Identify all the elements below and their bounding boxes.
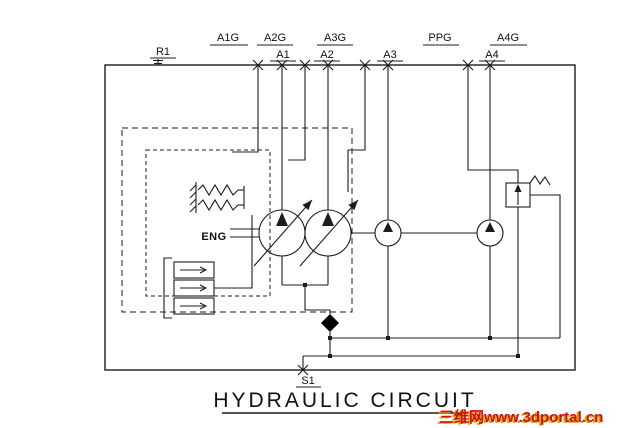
port-label-a1: A1 <box>270 49 296 62</box>
port-label-a2: A2 <box>314 49 340 62</box>
a4-label: A4 <box>485 49 498 61</box>
a1-label: A1 <box>276 49 289 61</box>
port-label-s1: S1 <box>296 364 321 388</box>
port-label-a1g: A1G <box>210 32 248 46</box>
main-pump-2 <box>299 199 359 267</box>
inner-control-dashed-box <box>145 149 271 297</box>
port-label-ppg: PPG <box>423 32 459 46</box>
gear-pump-4 <box>476 219 504 247</box>
r1-label: R1 <box>156 46 170 58</box>
port-label-a3: A3 <box>377 49 403 62</box>
valve-arrow-icon <box>180 302 208 310</box>
a2g-label: A2G <box>264 32 286 44</box>
gear-pump-3 <box>374 219 402 247</box>
a2-label: A2 <box>320 49 333 61</box>
a3g-label: A3G <box>324 32 346 44</box>
diagram-title: HYDRAULIC CIRCUIT <box>213 389 476 414</box>
port-label-a4g: A4G <box>490 32 527 46</box>
relief-arrow-icon <box>514 184 522 192</box>
control-springs <box>189 182 245 213</box>
main-pump-1 <box>253 199 313 267</box>
watermark: 三维网www.3dportal.cn 三维网www.3dportal.cn <box>437 408 603 427</box>
variable-arrow-icon <box>348 200 358 211</box>
drive-shaft <box>230 228 477 238</box>
port-label-r1: R1 <box>150 46 176 65</box>
relief-spring-icon <box>529 175 551 186</box>
port-label-a2g: A2G <box>257 32 293 46</box>
port-label-a4: A4 <box>479 49 505 62</box>
watermark-shadow-text: 三维网www.3dportal.cn <box>437 409 601 427</box>
valve-arrow-icon <box>180 266 208 274</box>
ppg-label: PPG <box>428 32 451 44</box>
title-text: HYDRAULIC CIRCUIT <box>213 389 476 412</box>
pilot-valve-block <box>163 215 253 319</box>
variable-arrow-icon <box>302 200 312 211</box>
a1g-label: A1G <box>217 32 239 44</box>
spring-1-icon <box>197 183 239 197</box>
relief-valve <box>505 175 551 208</box>
engine-label: ENG <box>201 231 226 243</box>
a4g-label: A4G <box>497 32 519 44</box>
spring-2-icon <box>197 198 239 212</box>
a3-label: A3 <box>383 49 396 61</box>
junction-dots <box>303 283 520 358</box>
s1-label: S1 <box>301 375 314 387</box>
circuit-enclosure-border <box>104 64 576 371</box>
watermark-text: 三维网www.3dportal.cn <box>439 408 603 426</box>
valve-arrow-icon <box>180 284 208 292</box>
filter-diamond-icon <box>321 314 339 332</box>
port-label-a3g: A3G <box>317 32 353 46</box>
pump-control-dashed-box <box>121 127 353 313</box>
port-lines <box>232 65 519 220</box>
port-mark-s1-icon <box>297 364 309 376</box>
suction-drain-lines <box>281 194 561 370</box>
